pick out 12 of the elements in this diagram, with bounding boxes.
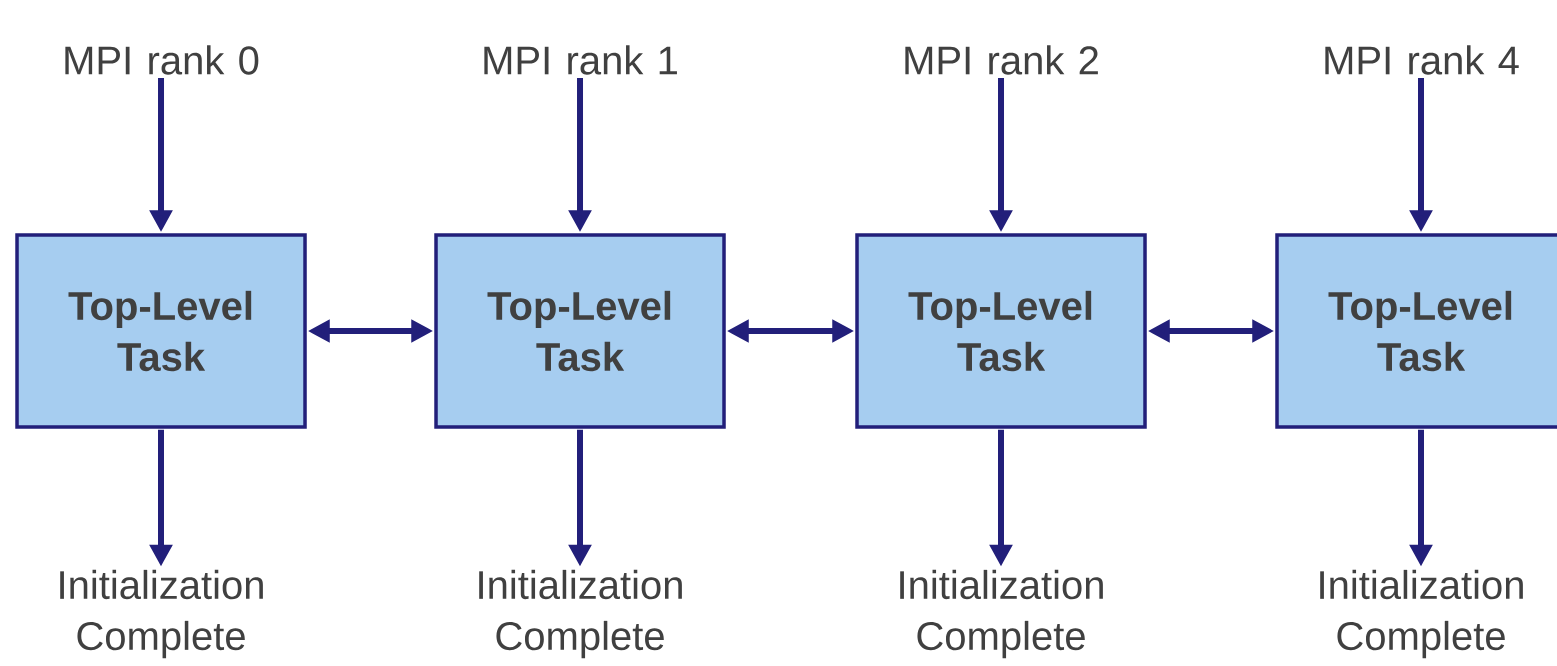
rank-label: MPI rank 0: [65, 45, 259, 75]
task-box: Top-Level Task: [15, 233, 307, 429]
status-label: Initialization Complete: [1320, 569, 1523, 659]
task-box: Top-Level Task: [434, 233, 726, 429]
task-box: Top-Level Task: [1275, 233, 1557, 429]
task-box: Top-Level Task: [855, 233, 1147, 429]
rank-label: MPI rank 4: [1325, 45, 1519, 75]
rank-label: MPI rank 2: [905, 45, 1098, 75]
status-label: Initialization Complete: [60, 569, 263, 659]
status-label: Initialization Complete: [900, 569, 1103, 659]
rank-label: MPI rank 1: [484, 45, 677, 75]
status-label: Initialization Complete: [479, 569, 682, 659]
